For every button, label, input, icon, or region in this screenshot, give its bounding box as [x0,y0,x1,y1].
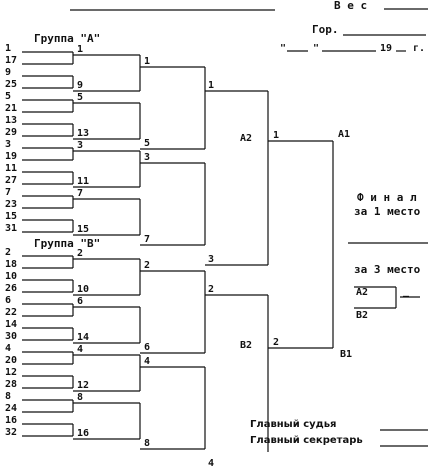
bracket-lines [22,8,428,452]
r1-label-a-0: 1 [77,44,84,55]
group-label-a: A2 [240,133,253,144]
semi-label-a: 1 [273,130,280,141]
chief-secretary-label: Главный секретарь [250,435,363,446]
seed-b-9: 20 [5,355,18,366]
third-place-b2: B2 [356,310,369,321]
weight-label: В е с [334,0,368,12]
group-b-title: Группа "В" [34,237,101,250]
r1-label-b-6: 8 [77,392,84,403]
seed-b-5: 22 [5,307,18,318]
r2-label-b-1: 6 [144,342,151,353]
seed-a-13: 23 [5,199,18,210]
r1-label-b-3: 14 [77,332,90,343]
third-place-a2: A2 [356,287,369,298]
seed-a-4: 5 [5,91,12,102]
seed-a-3: 25 [5,79,18,90]
r1-label-a-5: 11 [77,176,90,187]
date-year-suffix: 19 [380,43,393,54]
third-place-title: за 3 место [354,263,421,276]
seed-a-5: 21 [5,103,18,114]
r3-label-a-0: 1 [208,80,215,91]
third-place-result: — [403,291,410,302]
seed-b-13: 24 [5,403,18,414]
r1-label-a-4: 3 [77,140,84,151]
r1-label-b-7: 16 [77,428,90,439]
seed-a-12: 7 [5,187,12,198]
r2-label-b-0: 2 [144,260,151,271]
chief-judge-label: Главный судья [250,419,337,430]
seed-a-6: 13 [5,115,18,126]
final-a1-label: A1 [338,129,351,140]
city-label: Гор. [312,23,339,36]
r2-label-a-3: 7 [144,234,151,245]
seed-b-12: 8 [5,391,12,402]
final-b1-label: B1 [340,349,353,360]
r2-label-a-2: 3 [144,152,151,163]
seed-a-11: 27 [5,175,18,186]
tournament-bracket-sheet: В е с Гор. " " 19 г. Группа "А" Группа "… [5,0,428,469]
seed-a-1: 17 [5,55,18,66]
r1-label-b-4: 4 [77,344,84,355]
seed-b-2: 10 [5,271,18,282]
seed-a-8: 3 [5,139,12,150]
final-title: Ф и н а л [357,191,417,204]
r1-label-a-7: 15 [77,224,90,235]
date-mid-quote: " [313,43,320,54]
r3-label-a-1: 3 [208,254,215,265]
r1-label-b-5: 12 [77,380,90,391]
r1-label-a-3: 13 [77,128,90,139]
r2-label-a-0: 1 [144,56,151,67]
seed-b-7: 30 [5,331,18,342]
r2-label-a-1: 5 [144,138,151,149]
seed-b-10: 12 [5,367,18,378]
seed-b-3: 26 [5,283,18,294]
seed-a-15: 31 [5,223,18,234]
final-subtitle: за 1 место [354,205,421,218]
seed-b-1: 18 [5,259,18,270]
r1-label-a-1: 9 [77,80,84,91]
r1-label-b-2: 6 [77,296,84,307]
seed-b-11: 28 [5,379,18,390]
seed-a-14: 15 [5,211,18,222]
r2-label-b-3: 8 [144,438,151,449]
seed-a-0: 1 [5,43,12,54]
r3-label-b-1: 4 [208,458,215,469]
seed-b-0: 2 [5,247,12,258]
semi-label-b: 2 [273,337,280,348]
seed-a-9: 19 [5,151,18,162]
r3-label-b-0: 2 [208,284,215,295]
r2-label-b-2: 4 [144,356,151,367]
seed-a-10: 11 [5,163,18,174]
seed-a-2: 9 [5,67,12,78]
seed-b-15: 32 [5,427,18,438]
date-year-unit: г. [413,43,426,54]
r1-label-a-2: 5 [77,92,84,103]
r1-label-a-6: 7 [77,188,84,199]
seed-b-14: 16 [5,415,18,426]
seed-b-4: 6 [5,295,12,306]
seed-a-7: 29 [5,127,18,138]
seed-b-8: 4 [5,343,12,354]
date-open-quote: " [280,43,287,54]
seed-b-6: 14 [5,319,18,330]
group-a-title: Группа "А" [34,32,101,45]
r1-label-b-0: 2 [77,248,84,259]
group-label-b: B2 [240,340,253,351]
r1-label-b-1: 10 [77,284,90,295]
